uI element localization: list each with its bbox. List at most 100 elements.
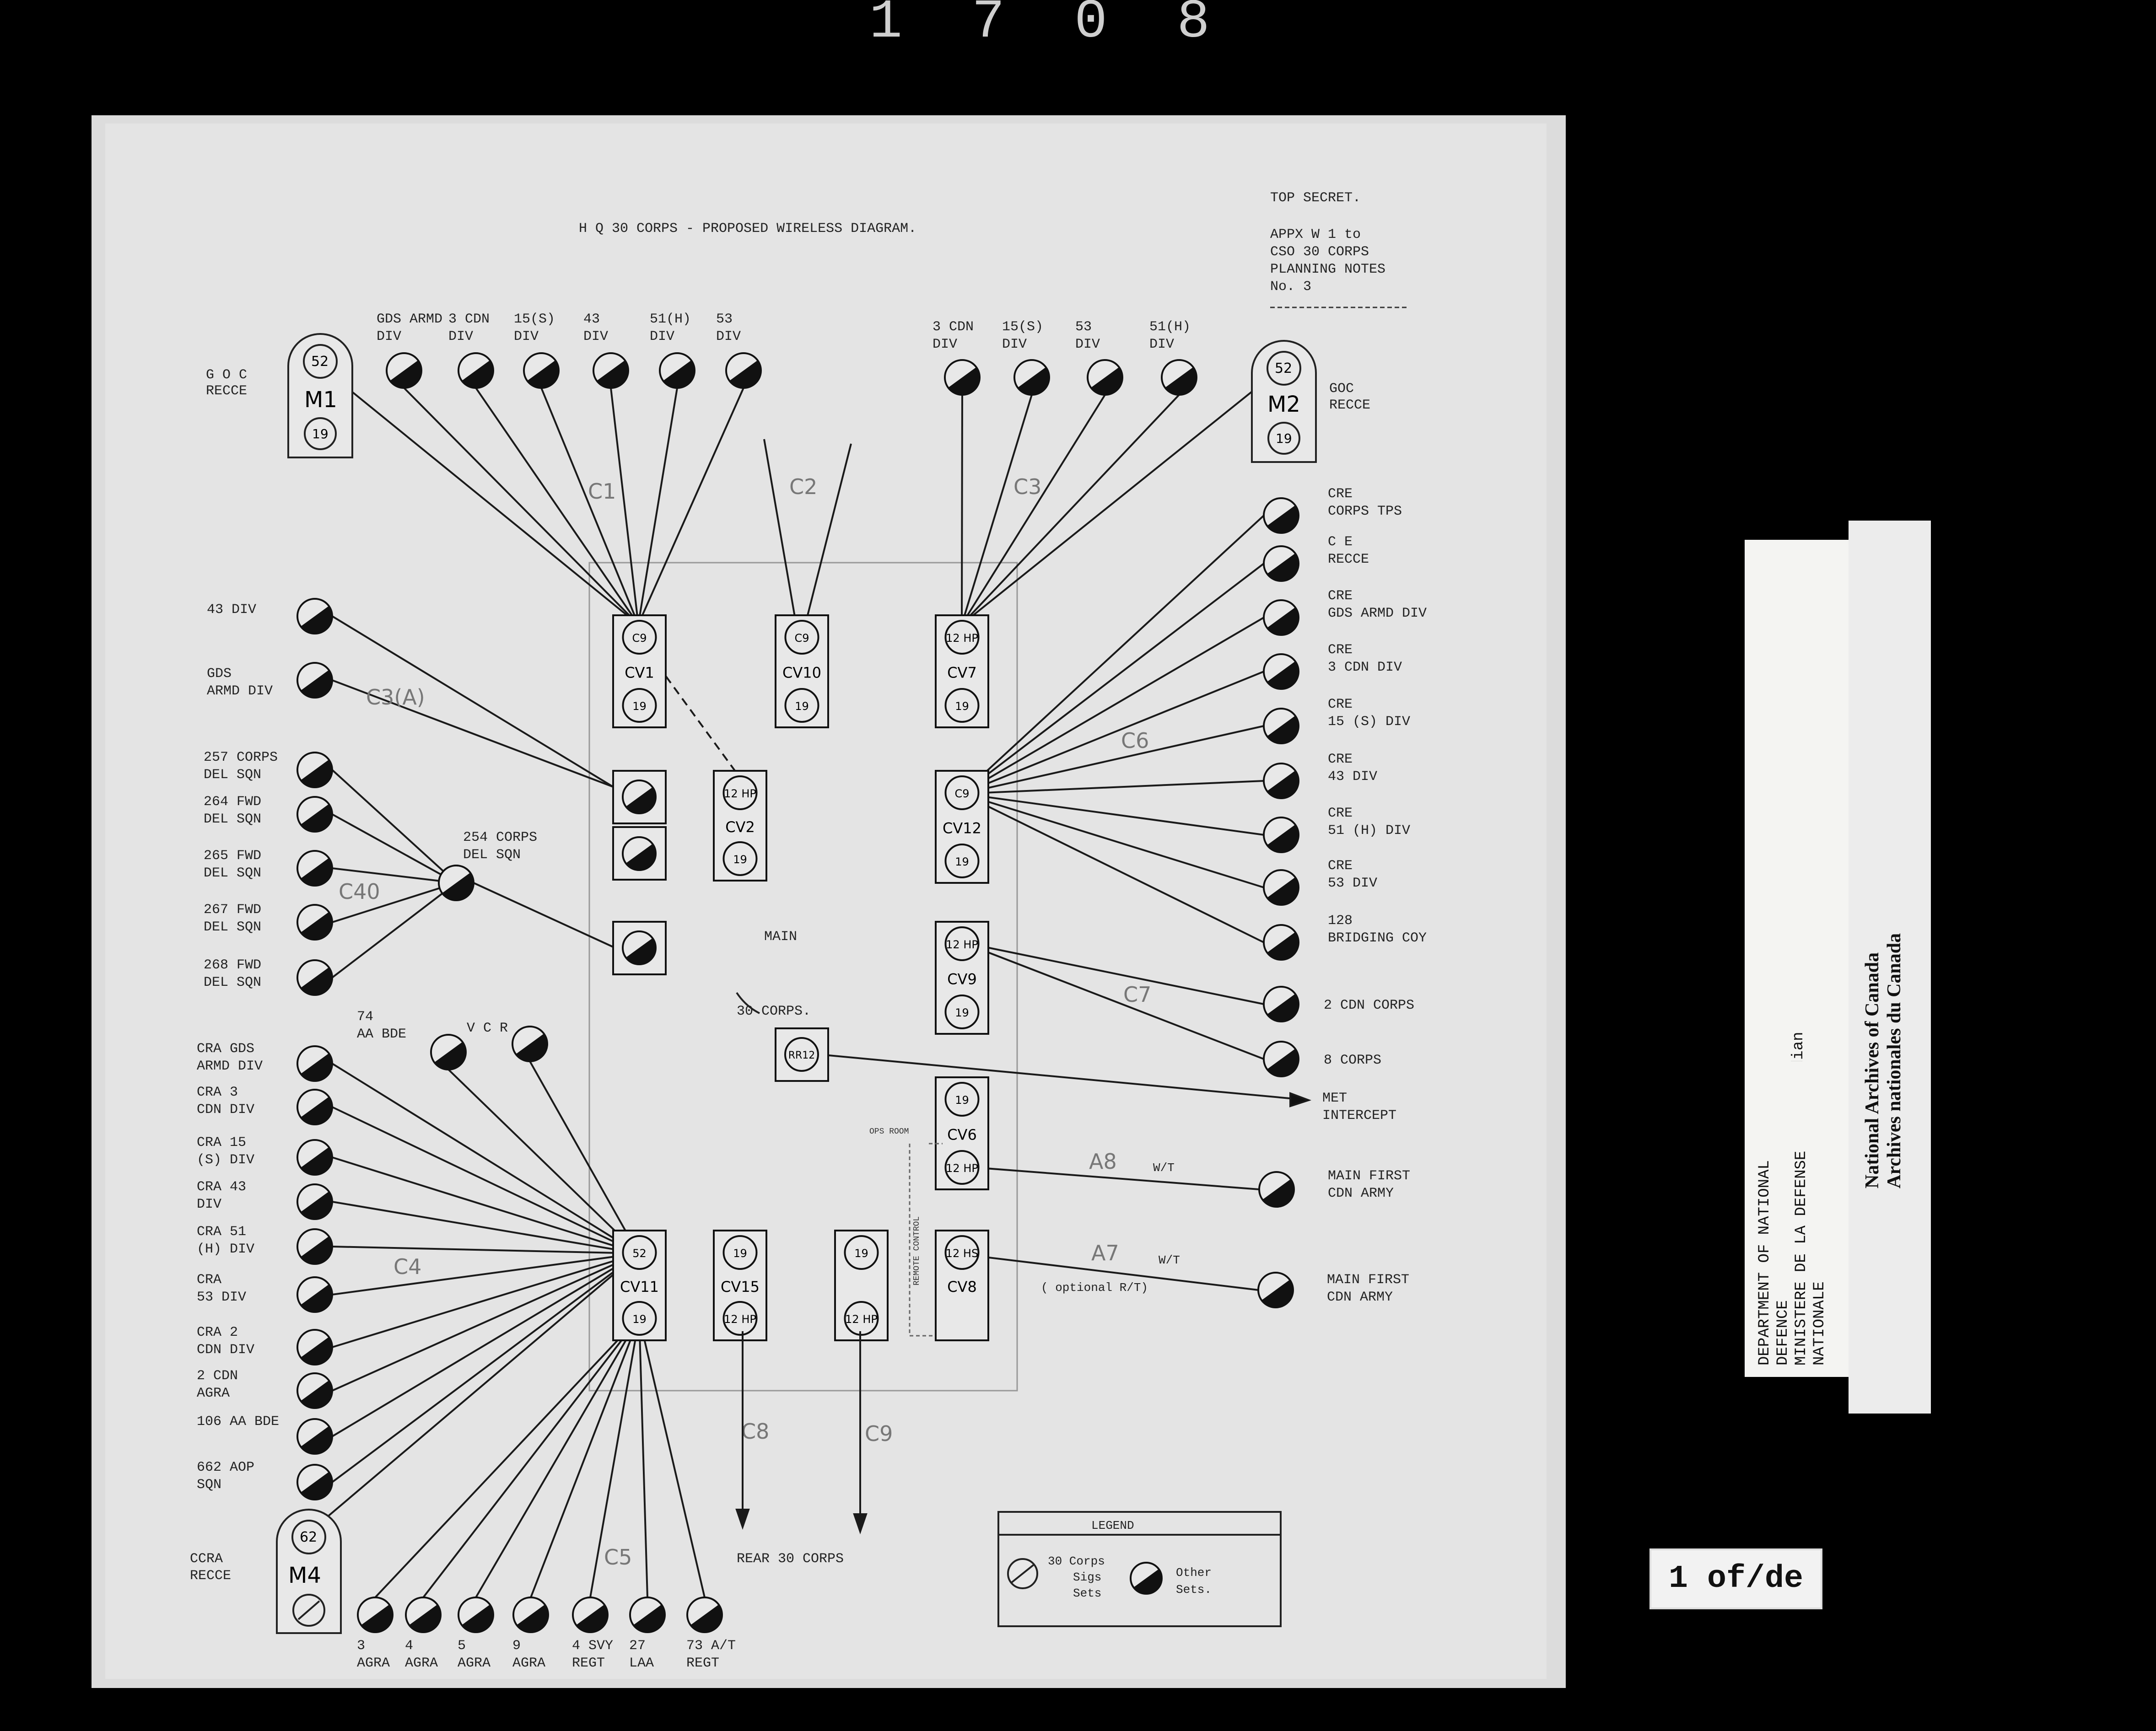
main-30-corps-area [588, 562, 1018, 1392]
svg-text:DEL SQN: DEL SQN [463, 847, 521, 863]
station-c4-7 [296, 1372, 333, 1409]
connection-line [962, 725, 1264, 795]
svg-text:AGRA: AGRA [357, 1656, 390, 1671]
svg-text:CRA: CRA [197, 1272, 221, 1288]
svg-text:51(H): 51(H) [1149, 319, 1191, 335]
dept-line-1: DEPARTMENT OF NATIONAL [1756, 1160, 1773, 1365]
station-c6-0 [1263, 497, 1299, 534]
connection-line [610, 387, 639, 625]
dept-line-3: MINISTERE DE LA DEFENSE [1793, 1150, 1810, 1365]
station-top-right-label-3: 51(H) DIV [1149, 319, 1191, 352]
connection-line [638, 1317, 706, 1598]
svg-text:Sets.: Sets. [1176, 1583, 1212, 1597]
svg-text:3 CDN DIV: 3 CDN DIV [1328, 660, 1402, 675]
svg-text:Sets: Sets [1073, 1586, 1101, 1600]
station-c40-4 [296, 959, 333, 996]
svg-text:CDN DIV: CDN DIV [197, 1342, 254, 1358]
circuit-label-a8: A8 [1089, 1149, 1117, 1174]
station-c40-1 [296, 796, 333, 833]
svg-text:19: 19 [733, 853, 747, 866]
other-set-icon [622, 836, 657, 871]
svg-text:51 (H) DIV: 51 (H) DIV [1328, 823, 1410, 839]
svg-text:CV10: CV10 [782, 664, 821, 682]
svg-text:AA BDE: AA BDE [357, 1027, 406, 1042]
station-top-left-5 [725, 352, 762, 389]
station-c6-8 [1263, 924, 1299, 961]
wt-a8: W/T [1153, 1161, 1175, 1175]
svg-text:15(S): 15(S) [1002, 319, 1043, 335]
connection-line [637, 387, 678, 625]
department-card: DEPARTMENT OF NATIONAL DEFENCE MINISTERE… [1745, 1061, 1854, 1377]
circuit-label-c6: C6 [1121, 728, 1149, 753]
svg-text:2 CDN: 2 CDN [197, 1368, 238, 1384]
circuit-label-a7: A7 [1091, 1241, 1119, 1265]
svg-text:LAA: LAA [629, 1656, 654, 1671]
circuit-label-c1: C1 [588, 479, 616, 504]
svg-text:DEL SQN: DEL SQN [204, 919, 261, 935]
connection-line [308, 1253, 639, 1533]
svg-text:27: 27 [629, 1638, 646, 1654]
station-c4-4 [296, 1228, 333, 1265]
svg-text:19: 19 [955, 855, 969, 868]
svg-text:53: 53 [716, 312, 733, 327]
svg-text:DIV: DIV [1149, 337, 1174, 352]
connection-line [804, 443, 852, 625]
svg-text:RR12: RR12 [788, 1050, 815, 1061]
svg-text:AGRA: AGRA [405, 1656, 438, 1671]
station-top-right-label-1: 15(S)DIV [1002, 319, 1043, 352]
connection-line [331, 769, 457, 884]
svg-text:DIV: DIV [583, 329, 608, 344]
station-top-right-2 [1087, 359, 1123, 396]
connection-line [962, 793, 1264, 943]
station-top-right-3 [1161, 359, 1197, 396]
station-c4-label-8: 106 AA BDE [197, 1414, 279, 1430]
svg-text:19: 19 [854, 1247, 868, 1260]
dept-line-4: NATIONALE [1811, 1281, 1828, 1365]
svg-text:CRE: CRE [1328, 486, 1353, 502]
svg-text:CDN ARMY: CDN ARMY [1328, 1186, 1394, 1201]
connection-line [763, 439, 797, 625]
svg-text:DIV: DIV [377, 329, 401, 344]
connection-line [332, 882, 457, 923]
svg-text:12 HP: 12 HP [724, 787, 756, 800]
svg-text:4 SVY: 4 SVY [572, 1638, 613, 1654]
svg-text:CV1: CV1 [625, 664, 654, 682]
circuit-label-c2: C2 [789, 474, 817, 499]
svg-text:DIV: DIV [932, 337, 957, 352]
station-c7-label-1: 8 CORPS [1324, 1053, 1381, 1068]
svg-text:CV7: CV7 [947, 664, 977, 682]
svg-text:53: 53 [1075, 319, 1092, 335]
connection-line [540, 387, 639, 625]
svg-text:3 CDN: 3 CDN [448, 312, 490, 327]
svg-text:254 CORPS: 254 CORPS [463, 830, 537, 845]
station-bottom-1 [405, 1597, 442, 1633]
document-heading: H Q 30 CORPS - PROPOSED WIRELESS DIAGRAM… [579, 221, 916, 237]
station-c4-label-2: CRA 15(S) DIV [197, 1135, 254, 1168]
svg-text:RECCE: RECCE [190, 1568, 231, 1584]
svg-text:268 FWD: 268 FWD [204, 957, 261, 973]
svg-text:51(H): 51(H) [650, 312, 691, 327]
svg-text:C9: C9 [954, 787, 969, 800]
svg-text:15 (S) DIV: 15 (S) DIV [1328, 714, 1410, 730]
connection-line [638, 1317, 648, 1598]
